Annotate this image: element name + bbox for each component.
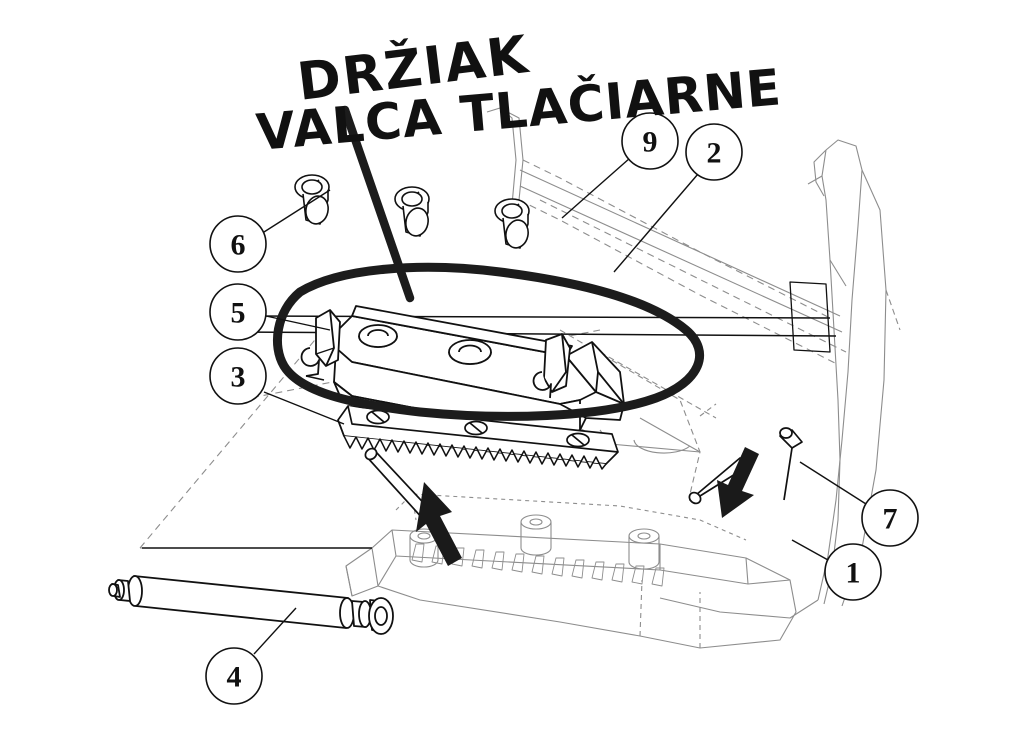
callout-1[interactable]: 1 bbox=[824, 543, 882, 601]
callout-circle bbox=[209, 283, 267, 341]
callout-9[interactable]: 9 bbox=[621, 112, 679, 170]
callout-leader-lines bbox=[253, 157, 867, 655]
callout-4[interactable]: 4 bbox=[205, 647, 263, 705]
callout-2[interactable]: 2 bbox=[685, 123, 743, 181]
part-phillips-screws bbox=[294, 174, 530, 249]
assembly-arrows bbox=[416, 447, 759, 566]
callout-circle bbox=[685, 123, 743, 181]
hand-drawn-highlight bbox=[273, 262, 705, 421]
callout-circle bbox=[861, 489, 919, 547]
callout-label: 1 bbox=[846, 557, 861, 590]
callout-circle bbox=[621, 112, 679, 170]
screw-left bbox=[294, 174, 330, 225]
callout-label: 7 bbox=[883, 503, 898, 536]
leader-6 bbox=[263, 189, 331, 233]
assembly-arrow-right bbox=[717, 447, 759, 518]
screw-right bbox=[494, 198, 530, 249]
callout-bubbles: 6 5 3 4 9 2 71 bbox=[205, 112, 919, 705]
leader-2 bbox=[613, 173, 699, 273]
callout-circle bbox=[205, 647, 263, 705]
callout-5[interactable]: 5 bbox=[209, 283, 267, 341]
leader-1 bbox=[791, 539, 829, 561]
callout-label: 5 bbox=[231, 297, 246, 330]
callout-circle bbox=[824, 543, 882, 601]
part-serrated-tear-bar bbox=[337, 405, 619, 470]
leader-5 bbox=[265, 315, 331, 331]
callout-label: 6 bbox=[231, 229, 246, 262]
leader-3 bbox=[263, 391, 345, 425]
callout-circle bbox=[209, 215, 267, 273]
callout-label: 4 bbox=[227, 661, 242, 694]
callout-label: 3 bbox=[231, 361, 246, 394]
leader-7 bbox=[799, 461, 867, 505]
callout-label: 2 bbox=[707, 137, 722, 170]
alignment-pins bbox=[364, 427, 803, 521]
part-platen-roller bbox=[108, 575, 394, 635]
screw-middle bbox=[394, 186, 430, 237]
callout-6[interactable]: 6 bbox=[209, 215, 267, 273]
hand-drawn-leader-line bbox=[340, 105, 415, 303]
assembly-arrow-left bbox=[416, 482, 462, 566]
callout-3[interactable]: 3 bbox=[209, 347, 267, 405]
callout-circle bbox=[209, 347, 267, 405]
leader-9 bbox=[561, 157, 631, 219]
callout-label: 9 bbox=[643, 126, 658, 159]
leader-4 bbox=[253, 607, 297, 655]
callout-7[interactable]: 7 bbox=[861, 489, 919, 547]
